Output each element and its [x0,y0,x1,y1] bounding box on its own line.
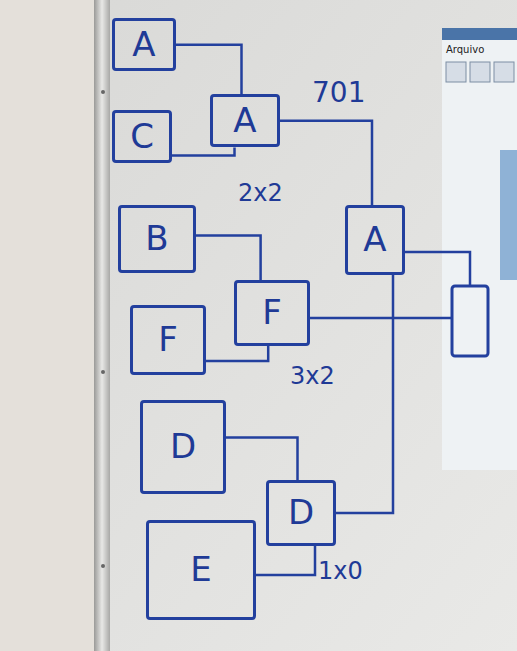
bracket-connector [280,121,372,205]
team-letter: A [233,102,256,139]
bracket-box: D [266,480,336,546]
screen-image [500,150,517,280]
tool-icon [494,62,514,82]
tool-icon [446,62,466,82]
projected-screen [442,28,517,470]
board-frame [94,0,110,651]
bracket-line [310,317,452,320]
screen-area [442,28,517,470]
tool-icon [470,62,490,82]
bracket-connector [336,275,393,513]
bracket-line [405,252,470,286]
bracket-connector [172,147,235,155]
bracket-connector [206,346,268,361]
bracket-connector [256,546,315,575]
bracket-box: B [118,205,196,273]
bracket-box: C [112,110,172,163]
bracket-connector [196,236,261,280]
team-letter: E [190,551,211,588]
team-letter: A [363,221,386,258]
score-note: 2x2 [238,180,283,206]
score-note: 3x2 [290,363,335,389]
bracket-box: D [140,400,226,494]
wall [0,0,96,651]
team-letter: B [145,220,168,257]
score-note: 1x0 [318,558,363,584]
bracket-box: A [345,205,405,275]
frame-screw [101,370,105,374]
score-note: 701 [312,78,365,109]
screen-title-bar [442,28,517,40]
team-letter: D [170,428,196,465]
team-letter: A [132,26,155,63]
bracket-connector [226,438,298,480]
bracket-box: F [130,305,206,375]
bracket-connector [176,45,242,94]
team-letter: D [288,494,314,531]
team-letter: F [158,321,178,358]
frame-screw [101,90,105,94]
bracket-box: F [234,280,310,346]
team-letter: F [262,294,282,331]
team-letter: C [130,118,154,155]
menu-text: Arquivo [446,44,484,55]
empty-bracket-box [452,286,488,356]
frame-screw [101,564,105,568]
bracket-box: E [146,520,256,620]
bracket-box: A [112,18,176,71]
bracket-box: A [210,94,280,147]
